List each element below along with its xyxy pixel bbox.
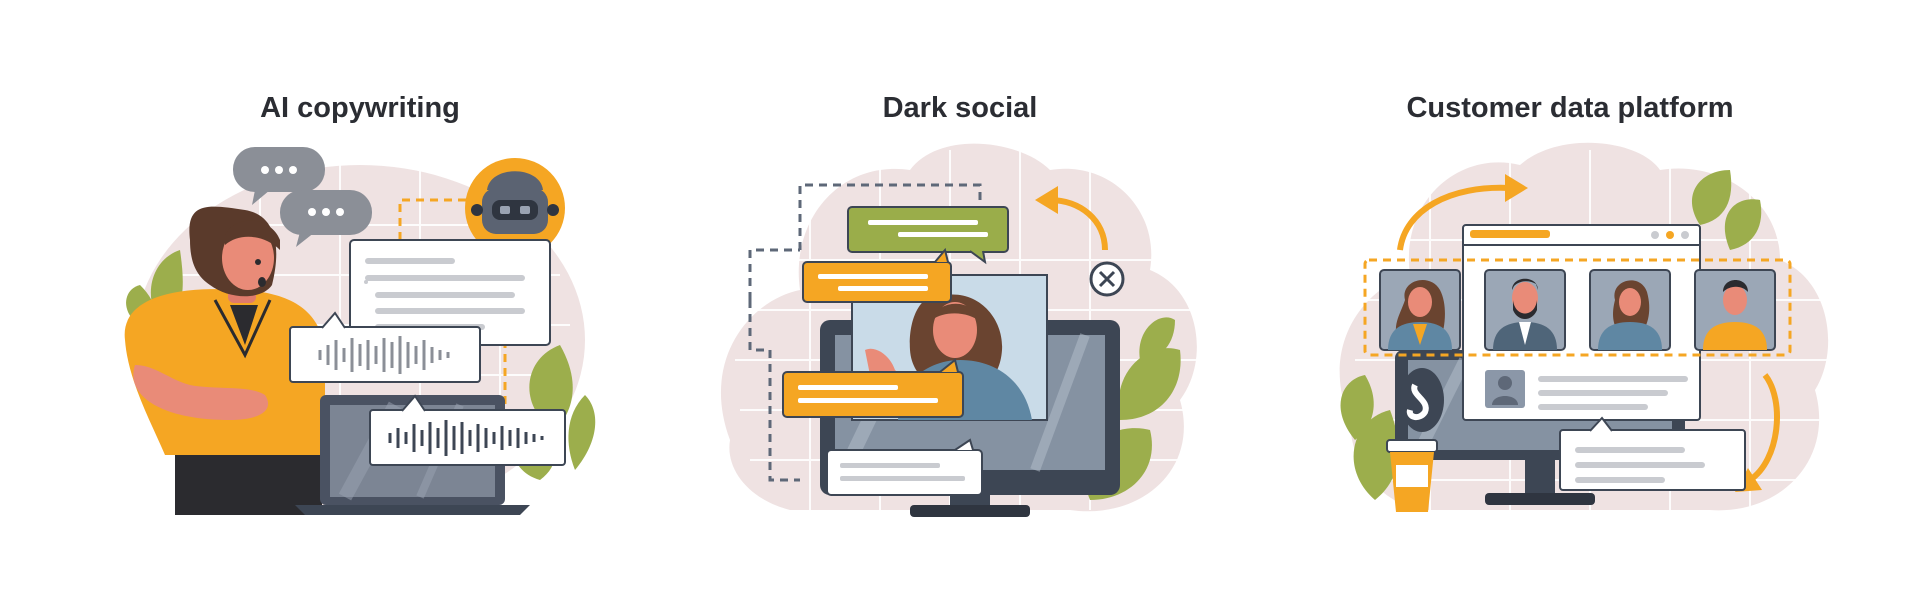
panel-title: AI copywriting xyxy=(260,92,460,124)
dashed-connector xyxy=(1363,258,1792,357)
panel-title: Customer data platform xyxy=(1406,92,1734,124)
panel-ai-copywriting: AI copywriting xyxy=(0,0,640,615)
chat-bubble-icon xyxy=(782,206,1009,496)
speech-bubble-icon xyxy=(233,147,372,247)
curved-arrow-icon xyxy=(1035,186,1108,251)
customer-data-platform-illustration xyxy=(1339,142,1840,512)
sound-wave-icon xyxy=(289,311,566,466)
ai-copywriting-illustration xyxy=(124,147,596,515)
user-avatar-icon xyxy=(1484,269,1566,351)
panel-title: Dark social xyxy=(882,92,1038,124)
user-avatar-icon xyxy=(1694,269,1776,351)
plant-icon xyxy=(1340,170,1762,500)
link-icon xyxy=(1400,368,1444,432)
coffee-cup-icon xyxy=(1386,439,1438,512)
text-card xyxy=(349,239,551,346)
user-avatar-icon xyxy=(1589,269,1671,351)
woman-icon xyxy=(124,206,325,515)
panel-customer-data-platform: Customer data platform xyxy=(1280,0,1920,615)
dashed-connector xyxy=(748,183,982,482)
close-icon[interactable] xyxy=(1089,261,1125,297)
panel-dark-social: Dark social xyxy=(640,0,1280,615)
dashed-connector xyxy=(398,198,470,240)
dark-social-illustration xyxy=(720,143,1200,517)
profile-card-icon xyxy=(1485,370,1688,410)
note-bubble-icon xyxy=(1559,416,1746,491)
user-avatar-icon xyxy=(1379,269,1461,351)
robot-icon xyxy=(465,158,565,258)
